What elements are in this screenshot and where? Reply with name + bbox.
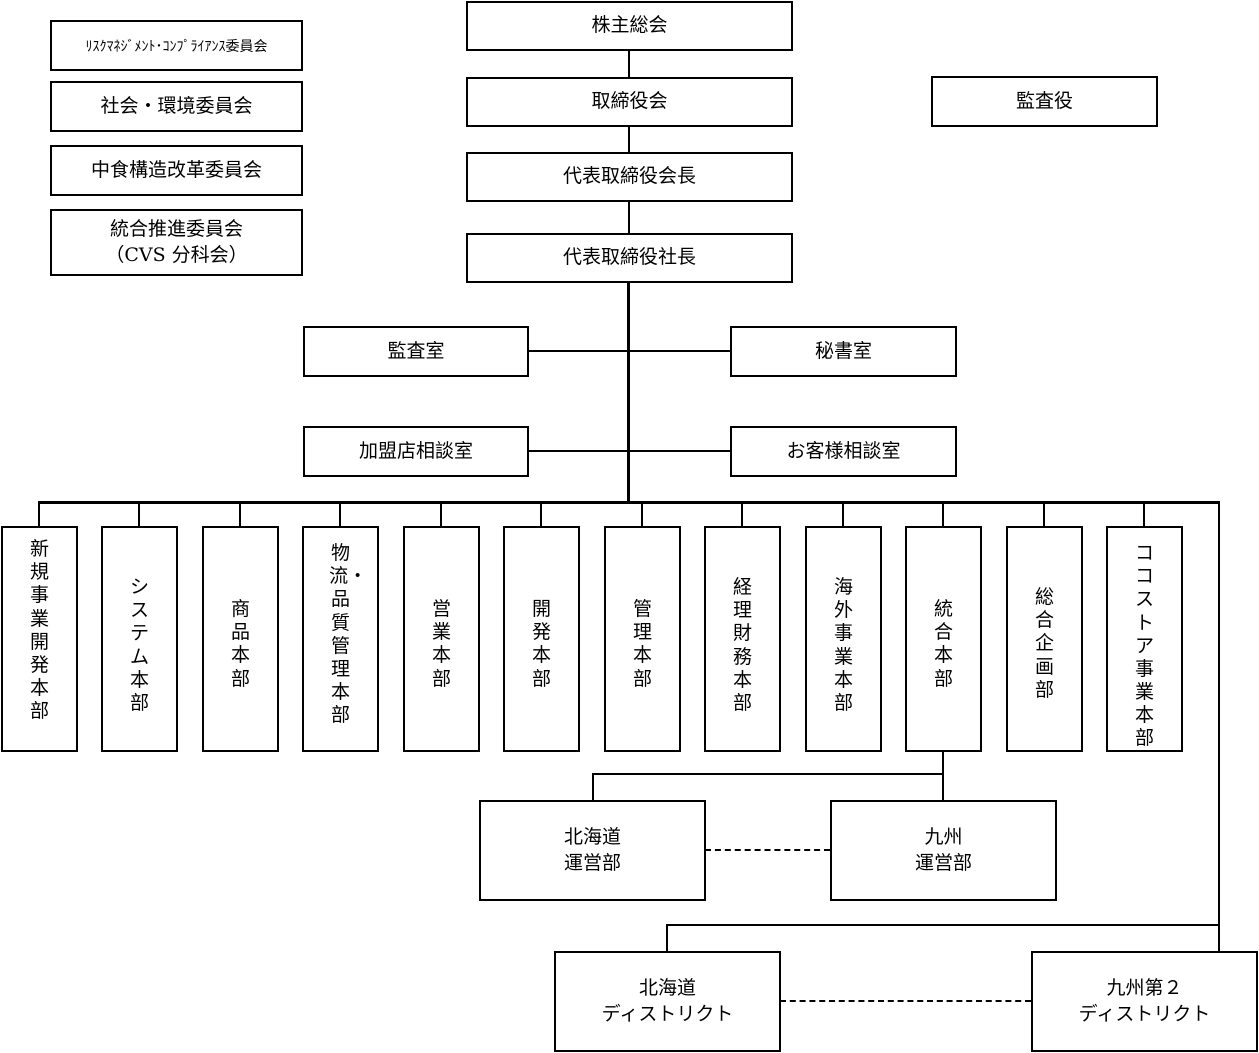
division-box: 新規事業開発本部 [1, 526, 78, 752]
division-bus-line [38, 501, 1220, 504]
node-label: 監査役 [1015, 89, 1073, 112]
division-box: 物流・品質管理本部 [302, 526, 379, 752]
connector-line [1218, 924, 1220, 951]
committee-label: ﾘｽｸﾏﾈｼﾞﾒﾝﾄ･ｺﾝﾌﾟﾗｲｱﾝｽ委員会 [85, 38, 268, 55]
division-label: 営業本部 [431, 598, 451, 690]
hokkaido-operations-box: 北海道 運営部 [479, 800, 706, 901]
node-label: 九州第２ [1106, 976, 1183, 999]
node-label: 加盟店相談室 [358, 439, 473, 462]
connector-line [528, 450, 730, 452]
connector-line [138, 502, 140, 526]
connector-line [540, 502, 542, 526]
president-box: 代表取締役社長 [466, 233, 793, 283]
committee-integration: 統合推進委員会 （CVS 分科会） [50, 209, 303, 276]
connector-line [239, 502, 241, 526]
committee-social-environment: 社会・環境委員会 [50, 81, 303, 132]
committee-label: 中食構造改革委員会 [90, 158, 262, 181]
committee-label: （CVS 分科会） [105, 243, 248, 266]
shareholders-meeting-box: 株主総会 [466, 1, 793, 51]
division-box: 開発本部 [503, 526, 580, 752]
division-box: ココストア事業本部 [1106, 526, 1183, 752]
division-box: 管理本部 [604, 526, 681, 752]
connector-line [440, 502, 442, 526]
connector-line [339, 502, 341, 526]
division-label: ココストア事業本部 [1134, 542, 1154, 750]
node-label: 北海道 [638, 976, 696, 999]
division-box: 総合企画部 [1006, 526, 1083, 752]
node-label: ディストリクト [601, 1002, 734, 1025]
connector-line [666, 924, 1220, 926]
node-label: 監査室 [387, 339, 445, 362]
kyushu-operations-box: 九州 運営部 [830, 800, 1057, 901]
connector-line [38, 502, 40, 526]
secretary-office-box: 秘書室 [730, 326, 957, 377]
division-label: 管理本部 [632, 598, 652, 690]
customer-consultation-box: お客様相談室 [730, 426, 957, 477]
dashed-link [780, 1000, 1031, 1002]
connector-line [528, 350, 730, 352]
auditor-box: 監査役 [931, 76, 1158, 127]
node-label: 代表取締役会長 [562, 165, 696, 188]
division-label: 開発本部 [531, 598, 551, 690]
connector-line [942, 502, 944, 526]
district-feed-line [1218, 502, 1220, 926]
connector-line [628, 50, 630, 77]
trunk-line [627, 282, 630, 502]
division-label: 新規事業開発本部 [29, 538, 49, 723]
connector-line [842, 502, 844, 526]
connector-line [592, 773, 594, 800]
node-label: 北海道 [563, 825, 621, 848]
node-label: 運営部 [914, 851, 972, 874]
division-label: 物流・品質管理本部 [329, 542, 368, 727]
node-label: ディストリクト [1078, 1002, 1211, 1025]
committee-food-reform: 中食構造改革委員会 [50, 145, 303, 196]
connector-line [942, 751, 944, 800]
node-label: お客様相談室 [786, 439, 901, 462]
board-of-directors-box: 取締役会 [466, 77, 793, 127]
division-box: 商品本部 [202, 526, 279, 752]
node-label: 九州 [924, 825, 963, 848]
connector-line [741, 502, 743, 526]
connector-line [1143, 502, 1145, 526]
division-box: システム本部 [101, 526, 178, 752]
chairman-box: 代表取締役会長 [466, 152, 793, 202]
connector-line [628, 126, 630, 152]
committee-label: 統合推進委員会 [109, 217, 243, 240]
node-label: 秘書室 [814, 339, 872, 362]
division-box: 営業本部 [403, 526, 480, 752]
hokkaido-district-box: 北海道 ディストリクト [554, 951, 781, 1052]
division-box: 経理財務本部 [704, 526, 781, 752]
division-box: 海外事業本部 [805, 526, 882, 752]
dashed-link [705, 849, 830, 851]
connector-line [641, 502, 643, 526]
committee-label: 社会・環境委員会 [100, 94, 253, 117]
division-label: システム本部 [129, 576, 149, 714]
franchise-consultation-box: 加盟店相談室 [303, 426, 529, 477]
division-box: 統合本部 [905, 526, 982, 752]
division-label: 海外事業本部 [833, 576, 853, 714]
connector-line [666, 924, 668, 951]
node-label: 株主総会 [591, 14, 668, 37]
division-label: 統合本部 [933, 598, 953, 690]
kyushu-district-box: 九州第２ ディストリクト [1031, 951, 1258, 1052]
connector-line [592, 773, 944, 775]
division-label: 経理財務本部 [732, 576, 752, 714]
connector-line [628, 201, 630, 233]
division-label: 総合企画部 [1034, 586, 1054, 701]
node-label: 運営部 [563, 851, 621, 874]
division-label: 商品本部 [230, 598, 250, 690]
node-label: 取締役会 [591, 90, 668, 113]
connector-line [1043, 502, 1045, 526]
committee-risk-compliance: ﾘｽｸﾏﾈｼﾞﾒﾝﾄ･ｺﾝﾌﾟﾗｲｱﾝｽ委員会 [50, 20, 303, 71]
node-label: 代表取締役社長 [562, 246, 696, 269]
audit-office-box: 監査室 [303, 326, 529, 377]
